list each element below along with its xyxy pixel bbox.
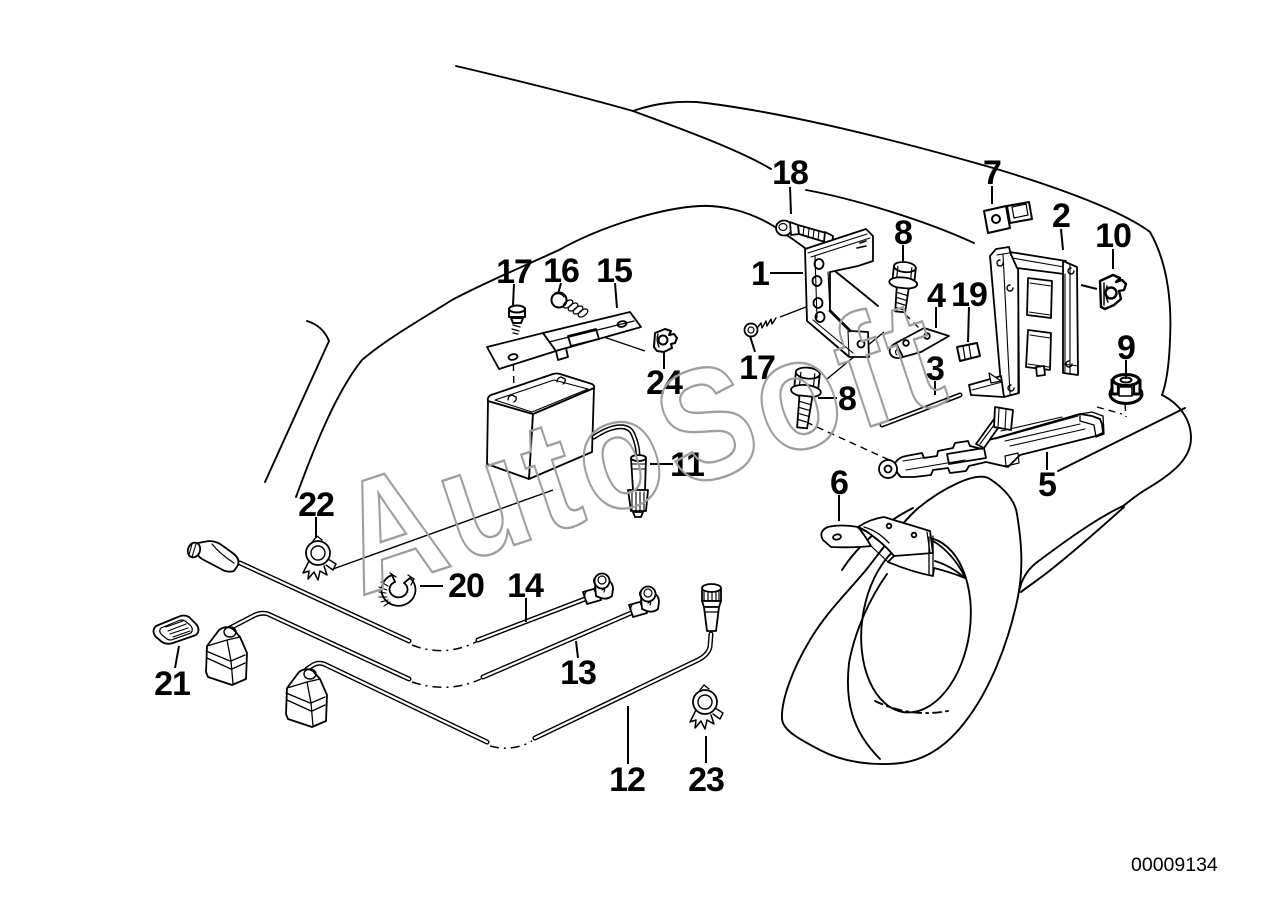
svg-text:22: 22 (298, 486, 334, 524)
svg-text:6: 6 (830, 464, 848, 502)
svg-text:00009134: 00009134 (1131, 854, 1218, 876)
svg-text:23: 23 (688, 761, 724, 799)
svg-text:12: 12 (609, 761, 645, 799)
svg-text:21: 21 (154, 665, 190, 703)
svg-text:8: 8 (838, 380, 856, 418)
svg-text:17: 17 (739, 349, 775, 387)
svg-text:8: 8 (894, 214, 912, 252)
svg-text:16: 16 (543, 252, 579, 290)
svg-text:4: 4 (927, 277, 946, 315)
svg-text:11: 11 (670, 446, 704, 484)
svg-text:18: 18 (772, 154, 808, 192)
svg-text:10: 10 (1095, 217, 1131, 255)
svg-text:7: 7 (983, 154, 1001, 192)
svg-text:1: 1 (751, 255, 769, 293)
svg-text:24: 24 (646, 364, 683, 402)
svg-text:17: 17 (496, 253, 532, 291)
svg-text:15: 15 (596, 252, 632, 290)
svg-text:5: 5 (1038, 466, 1056, 504)
svg-text:9: 9 (1117, 329, 1135, 367)
svg-text:13: 13 (560, 654, 596, 692)
svg-text:2: 2 (1052, 197, 1070, 235)
svg-text:20: 20 (448, 567, 484, 605)
svg-text:19: 19 (951, 276, 987, 314)
svg-text:3: 3 (926, 350, 944, 388)
svg-text:14: 14 (507, 567, 544, 605)
